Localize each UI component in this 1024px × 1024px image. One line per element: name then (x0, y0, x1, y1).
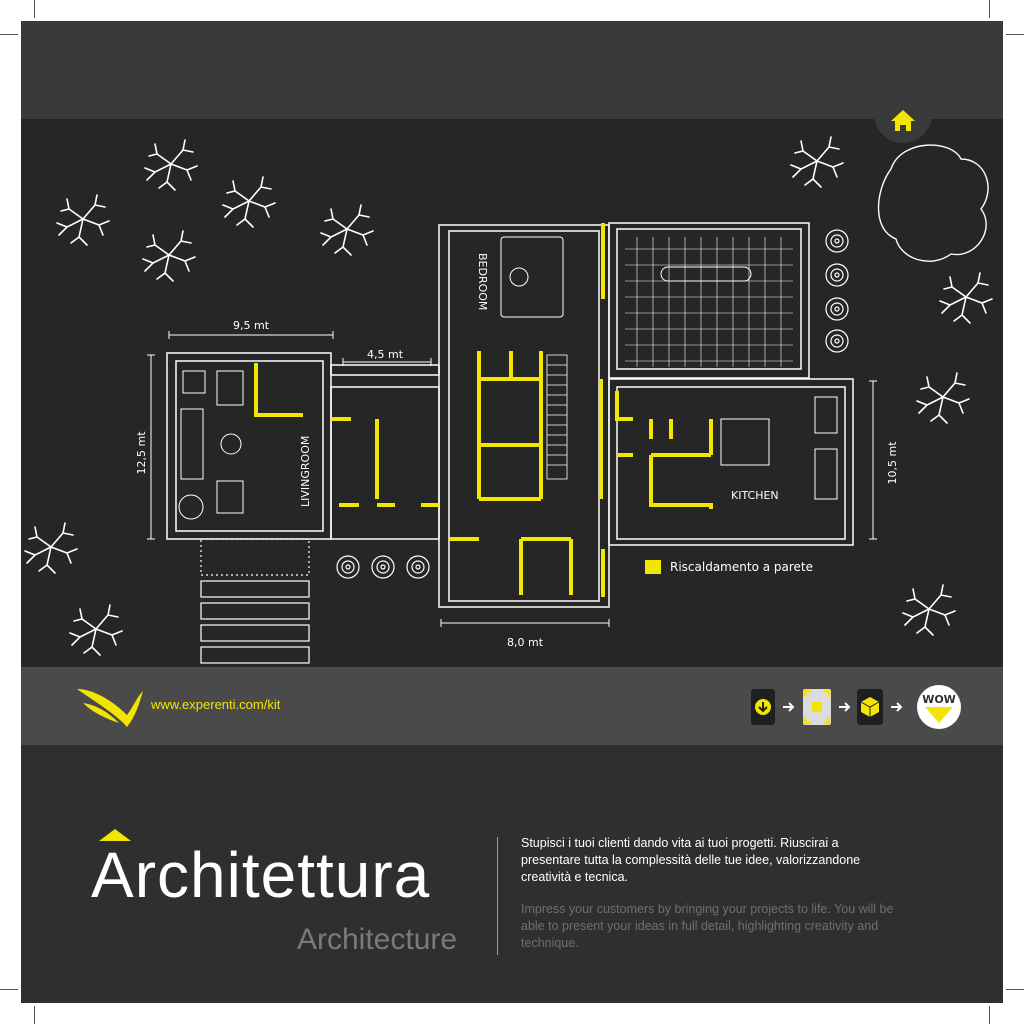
crop-mark (1006, 989, 1024, 990)
crop-mark (989, 1006, 990, 1024)
room-label-kitchen: KITCHEN (731, 489, 779, 502)
home-button[interactable] (874, 99, 932, 143)
description-italian: Stupisci i tuoi clienti dando vita ai tu… (521, 836, 861, 884)
vertical-divider (497, 837, 498, 955)
crop-mark (989, 0, 990, 18)
crop-mark (0, 34, 18, 35)
crop-mark (34, 0, 35, 18)
crop-mark (1006, 34, 1024, 35)
room-label-livingroom: LIVINGROOM (299, 436, 312, 507)
brochure-page: 9,5 mt 4,5 mt 12,5 mt 10,5 mt 8,0 mt BED… (21, 21, 1003, 1003)
caret-up-icon (99, 829, 131, 841)
arrow-right-icon (783, 702, 795, 712)
bottom-section: Architettura Architecture Stupisci i tuo… (21, 745, 1003, 1003)
arrow-right-icon (839, 702, 851, 712)
kitchen-tiles (625, 237, 793, 367)
experenti-logo-icon (77, 689, 143, 727)
walls (166, 222, 854, 608)
large-tree-icon (877, 144, 989, 262)
dimension-lines (147, 331, 877, 627)
phone-download-icon (751, 689, 775, 725)
floor-plan-drawing: 9,5 mt 4,5 mt 12,5 mt 10,5 mt 8,0 mt BED… (24, 136, 993, 664)
page-subtitle: Architecture (297, 923, 458, 956)
description-english: Impress your customers by bringing your … (521, 902, 894, 950)
room-label-bedroom: BEDROOM (476, 253, 489, 310)
staircase (546, 354, 568, 480)
workflow-steps: WOW (751, 685, 961, 729)
legend-swatch (645, 560, 661, 574)
dimension-width-living: 9,5 mt (233, 319, 270, 332)
dimension-depth-living: 12,5 mt (135, 431, 148, 475)
wall-heating (254, 223, 713, 597)
legend-label: Riscaldamento a parete (670, 560, 813, 574)
wow-badge-icon: WOW (917, 685, 961, 729)
crop-mark (34, 1006, 35, 1024)
top-band (21, 21, 1003, 119)
dimension-corridor: 4,5 mt (367, 348, 404, 361)
dimension-width-center: 8,0 mt (507, 636, 544, 649)
website-link[interactable]: www.experenti.com/kit (151, 697, 281, 712)
dimension-depth-kitchen: 10,5 mt (886, 441, 899, 485)
arrow-right-icon (891, 702, 903, 712)
crop-mark (0, 989, 18, 990)
target-icon (803, 689, 831, 725)
floor-plan: 9,5 mt 4,5 mt 12,5 mt 10,5 mt 8,0 mt BED… (21, 119, 1003, 667)
footer-strip: www.experenti.com/kit (21, 667, 1003, 745)
entrance-steps (200, 538, 310, 664)
furniture (178, 236, 838, 520)
page-title: Architettura (91, 839, 431, 911)
tree-icon (24, 136, 993, 656)
svg-text:WOW: WOW (922, 693, 956, 706)
shrub-icon (336, 229, 849, 579)
home-icon (891, 110, 915, 131)
cube-icon (857, 689, 883, 725)
